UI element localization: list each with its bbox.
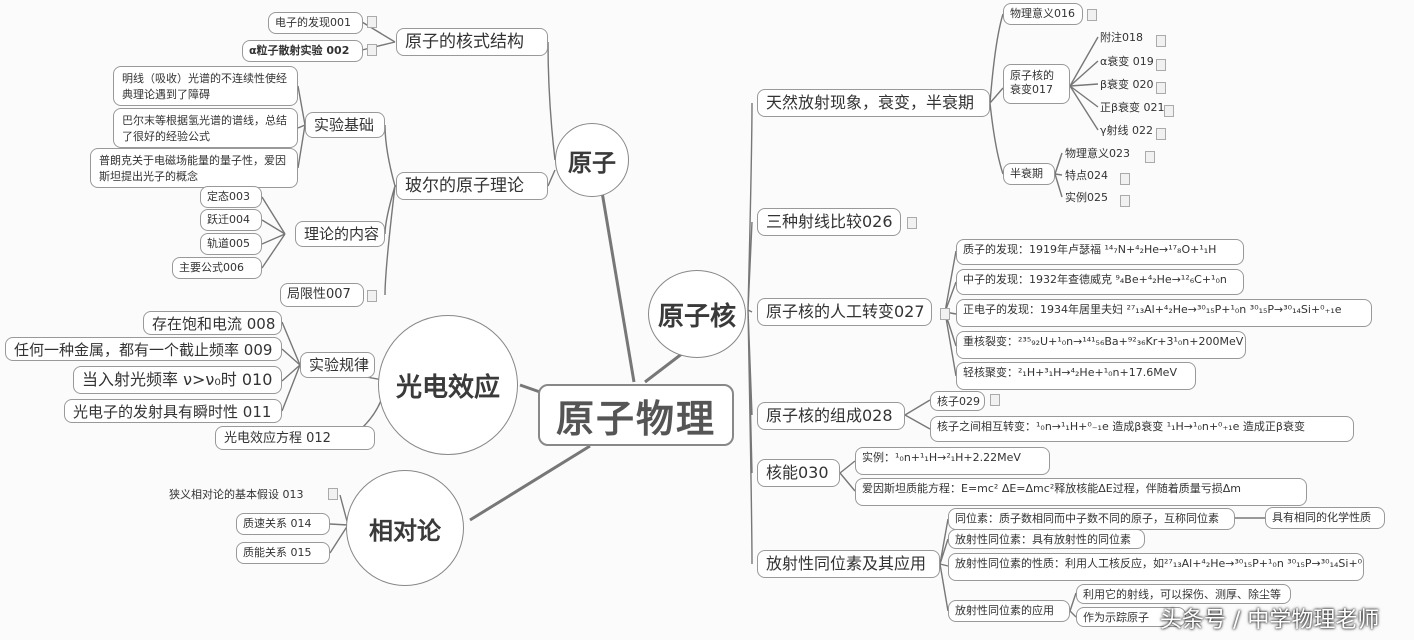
node-saturation-current[interactable]: 存在饱和电流 008 — [143, 311, 282, 335]
node-mass-energy[interactable]: 质能关系 015 — [236, 542, 330, 564]
note-icon — [940, 308, 950, 320]
node-transition[interactable]: 跃迁004 — [200, 209, 262, 231]
note-icon — [990, 394, 1000, 406]
node-nucleus-decay[interactable]: 原子核的衰变017 — [1003, 64, 1070, 104]
note-icon — [1156, 59, 1166, 71]
node-positive-beta-decay[interactable]: 正β衰变 021 — [1100, 101, 1165, 114]
node-alpha-decay[interactable]: α衰变 019 — [1100, 55, 1154, 68]
node-basis-planck[interactable]: 普朗克关于电磁场能量的量子性，爱因斯坦提出光子的概念 — [90, 148, 298, 188]
node-application-rays[interactable]: 利用它的射线，可以探伤、测厚、除尘等 — [1076, 584, 1291, 604]
node-positron-discovery[interactable]: 正电子的发现：1934年居里夫妇 ²⁷₁₃Al+⁴₂He→³⁰₁₅P+¹₀n ³… — [956, 299, 1372, 327]
node-nuclear-structure[interactable]: 原子的核式结构 — [396, 28, 548, 56]
node-light-fusion[interactable]: 轻核聚变：²₁H+³₁H→⁴₂He+¹₀n+17.6MeV — [956, 362, 1196, 390]
node-main-formula[interactable]: 主要公式006 — [172, 257, 262, 279]
node-beta-decay[interactable]: β衰变 020 — [1100, 78, 1154, 91]
node-einstein-equation[interactable]: 爱因斯坦质能方程：E=mc² ΔE=Δmc²释放核能ΔE过程，伴随着质量亏损Δm — [855, 478, 1307, 506]
node-orbit[interactable]: 轨道005 — [200, 233, 262, 255]
node-atom[interactable]: 原子 — [555, 123, 629, 197]
root-title[interactable]: 原子物理 — [538, 384, 734, 446]
node-alpha-scattering[interactable]: α粒子散射实验 002 — [242, 40, 363, 62]
node-basis-balmer[interactable]: 巴尔末等根据氢光谱的谱线，总结了很好的经验公式 — [113, 108, 298, 148]
note-icon — [367, 16, 377, 28]
node-instantaneous-emission[interactable]: 光电子的发射具有瞬时性 011 — [64, 399, 282, 423]
note-icon — [1156, 128, 1166, 140]
node-relativity-postulates[interactable]: 狭义相对论的基本假设 013 — [169, 488, 304, 501]
node-mass-velocity[interactable]: 质速关系 014 — [236, 513, 330, 535]
node-same-chemistry[interactable]: 具有相同的化学性质 — [1265, 507, 1385, 529]
node-experiment-basis[interactable]: 实验基础 — [305, 112, 385, 138]
note-icon — [1120, 195, 1130, 207]
node-relativity-label: 相对论 — [369, 516, 441, 545]
node-isotope-properties[interactable]: 放射性同位素的性质：利用人工核反应，如²⁷₁₃Al+⁴₂He→³⁰₁₅P+¹₀n… — [948, 553, 1364, 581]
node-limitation[interactable]: 局限性007 — [280, 283, 364, 307]
node-isotope-definition[interactable]: 同位素：质子数相同而中子数不同的原子，互称同位素 — [948, 508, 1235, 530]
node-nucleus-label: 原子核 — [657, 301, 736, 332]
node-isotope-applications[interactable]: 放射性同位素的应用 — [948, 600, 1070, 622]
node-theory-content[interactable]: 理论的内容 — [295, 221, 385, 247]
note-icon — [1164, 105, 1174, 117]
note-icon — [1087, 9, 1097, 21]
node-photoelectric[interactable]: 光电效应 — [378, 315, 518, 455]
node-photoelectric-equation[interactable]: 光电效应方程 012 — [215, 426, 375, 450]
node-heavy-fission[interactable]: 重核裂变：²³⁵₉₂U+¹₀n→¹⁴¹₅₆Ba+⁹²₃₆Kr+3¹₀n+200M… — [956, 331, 1246, 359]
node-application-tracer[interactable]: 作为示踪原子 — [1076, 607, 1186, 627]
node-nucleus[interactable]: 原子核 — [648, 270, 746, 358]
node-photoelectric-label: 光电效应 — [395, 372, 500, 403]
node-bohr-theory[interactable]: 玻尔的原子理论 — [396, 172, 548, 200]
node-stationary-state[interactable]: 定态003 — [200, 186, 262, 208]
node-three-rays[interactable]: 三种射线比较026 — [757, 208, 901, 236]
node-nucleon[interactable]: 核子029 — [930, 391, 985, 411]
node-atom-label: 原子 — [568, 148, 616, 177]
node-physics-meaning-016[interactable]: 物理意义016 — [1003, 3, 1083, 25]
node-incident-frequency[interactable]: 当入射光频率 ν>ν₀时 010 — [73, 366, 282, 394]
note-icon — [1156, 82, 1166, 94]
node-nuclear-energy[interactable]: 核能030 — [757, 459, 840, 487]
node-cutoff-frequency[interactable]: 任何一种金属，都有一个截止频率 009 — [5, 337, 282, 361]
node-example-025[interactable]: 实例025 — [1065, 191, 1108, 204]
note-icon — [907, 217, 917, 229]
node-proton-discovery[interactable]: 质子的发现：1919年卢瑟福 ¹⁴₇N+⁴₂He→¹⁷₈O+¹₁H — [956, 239, 1244, 265]
node-half-life[interactable]: 半衰期 — [1003, 163, 1055, 185]
node-relativity[interactable]: 相对论 — [346, 470, 464, 586]
node-basis-line-spectrum[interactable]: 明线（吸收）光谱的不连续性使经典理论遇到了障碍 — [113, 66, 298, 106]
node-gamma-ray[interactable]: γ射线 022 — [1100, 124, 1154, 137]
node-energy-example[interactable]: 实例：¹₀n+¹₁H→²₁H+2.22MeV — [855, 447, 1050, 475]
note-icon — [1120, 173, 1130, 185]
note-icon — [1145, 151, 1155, 163]
node-note-018[interactable]: 附注018 — [1100, 31, 1143, 44]
watermark: 头条号 / 中学物理老师 — [1160, 608, 1380, 633]
node-nucleon-conversion[interactable]: 核子之间相互转变：¹₀n→¹₁H+⁰₋₁e 造成β衰变 ¹₁H→¹₀n+⁰₊₁e… — [930, 416, 1354, 442]
node-artificial-transmutation[interactable]: 原子核的人工转变027 — [757, 298, 932, 326]
note-icon — [328, 488, 338, 500]
node-neutron-discovery[interactable]: 中子的发现：1932年查德威克 ⁹₄Be+⁴₂He→¹²₆C+¹₀n — [956, 269, 1244, 295]
node-features-024[interactable]: 特点024 — [1065, 169, 1108, 182]
note-icon — [367, 290, 377, 302]
note-icon — [1156, 35, 1166, 47]
node-nucleus-composition[interactable]: 原子核的组成028 — [757, 402, 905, 430]
node-experiment-laws[interactable]: 实验规律 — [300, 352, 375, 378]
node-radioisotopes[interactable]: 放射性同位素及其应用 — [757, 550, 940, 578]
node-radio-isotope-def[interactable]: 放射性同位素：具有放射性的同位素 — [948, 529, 1145, 549]
node-natural-radioactivity[interactable]: 天然放射现象，衰变，半衰期 — [757, 89, 990, 117]
note-icon — [367, 44, 377, 56]
node-physics-meaning-023[interactable]: 物理意义023 — [1065, 147, 1130, 160]
node-electron-discovery[interactable]: 电子的发现001 — [268, 12, 363, 34]
